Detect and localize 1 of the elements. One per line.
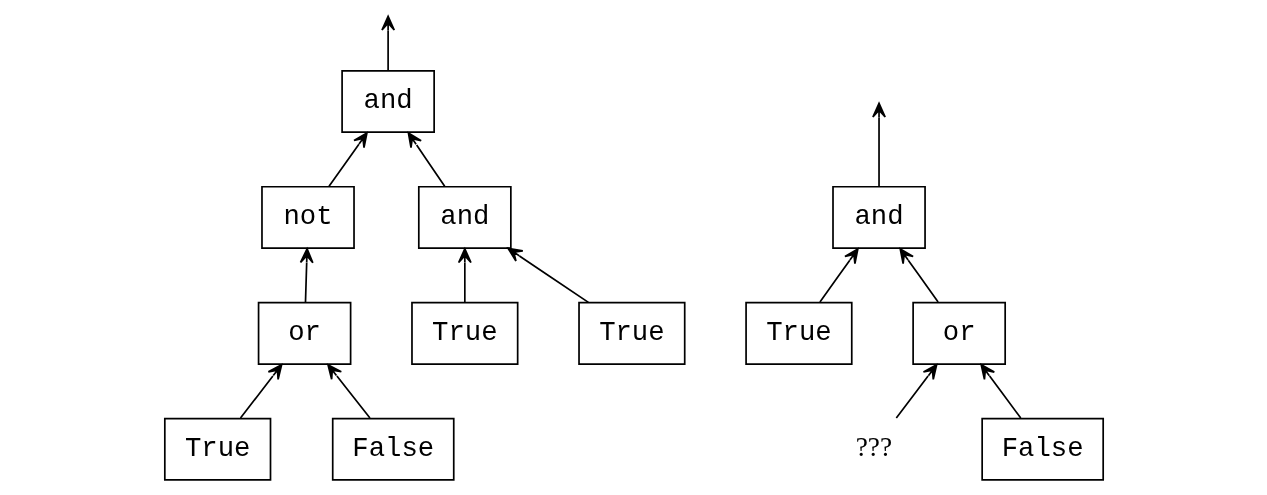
node-text: ??? bbox=[855, 431, 892, 462]
